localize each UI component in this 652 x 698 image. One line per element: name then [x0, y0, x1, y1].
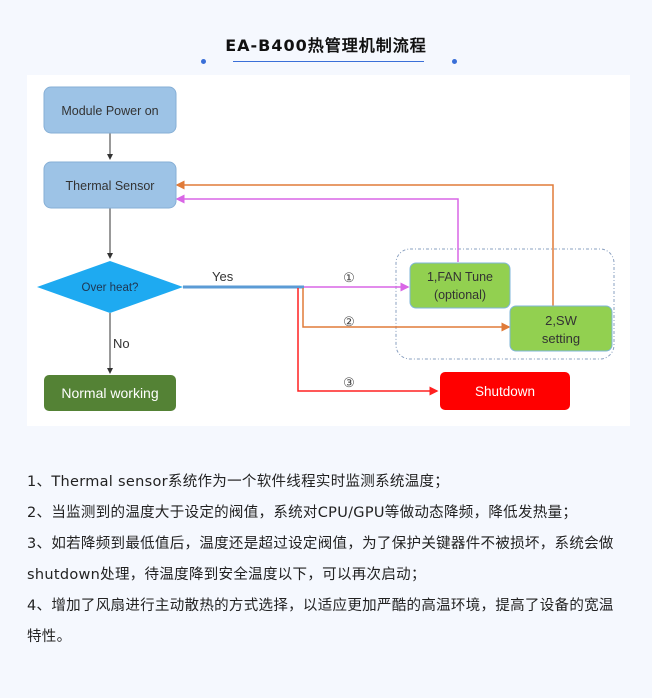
- node-power-on-label: Module Power on: [61, 104, 158, 118]
- node-normal-working: [44, 375, 176, 411]
- title-underline: [233, 61, 424, 62]
- node-over-heat: [37, 261, 183, 313]
- sw-feedback-arrow: [175, 180, 554, 306]
- path1-label: ①: [343, 270, 355, 285]
- path3-arrow: [297, 288, 439, 396]
- node-fan-tune-label-1: 1,FAN Tune: [427, 270, 493, 284]
- node-fan-tune: [409, 262, 511, 309]
- node-fan-tune-label-2: (optional): [434, 288, 486, 302]
- flowchart: Module Power on Thermal Sensor Over heat…: [37, 86, 615, 411]
- node-shutdown-label: Shutdown: [475, 384, 535, 399]
- node-over-heat-label: Over heat?: [82, 282, 139, 294]
- fan-feedback-arrow: [175, 194, 459, 262]
- no-label: No: [113, 336, 130, 351]
- node-normal-working-label: Normal working: [61, 385, 158, 401]
- node-sw-setting-label-2: setting: [542, 331, 580, 346]
- path2-arrow: [302, 288, 511, 332]
- node-sw-setting: [509, 305, 613, 352]
- node-thermal-sensor: [43, 161, 177, 209]
- node-shutdown: [440, 372, 570, 410]
- yes-label: Yes: [212, 269, 234, 284]
- path2-label: ②: [343, 314, 355, 329]
- node-sw-setting-label-1: 2,SW: [545, 313, 578, 328]
- node-thermal-sensor-label: Thermal Sensor: [66, 179, 155, 193]
- header: EA-B400热管理机制流程: [0, 0, 652, 75]
- flowchart-panel: Module Power on Thermal Sensor Over heat…: [27, 75, 630, 426]
- description-item: 2、当监测到的温度大于设定的阀值，系统对CPU/GPU等做动态降频，降低发热量；: [27, 505, 578, 521]
- description-item: 4、增加了风扇进行主动散热的方式选择，以适应更加严酷的高温环境，提高了设备的宽温…: [27, 598, 614, 645]
- title-dot-right: [452, 59, 457, 64]
- description: 1、Thermal sensor系统作为一个软件线程实时监测系统温度； 2、当监…: [27, 467, 627, 653]
- title-dot-left: [201, 59, 206, 64]
- description-item: 1、Thermal sensor系统作为一个软件线程实时监测系统温度；: [27, 474, 450, 490]
- description-item: 3、如若降频到最低值后，温度还是超过设定阀值，为了保护关键器件不被损坏，系统会做…: [27, 536, 614, 583]
- node-power-on: [43, 86, 177, 134]
- path3-label: ③: [343, 375, 355, 390]
- optional-group-border: [395, 248, 615, 360]
- page-title: EA-B400热管理机制流程: [225, 36, 427, 55]
